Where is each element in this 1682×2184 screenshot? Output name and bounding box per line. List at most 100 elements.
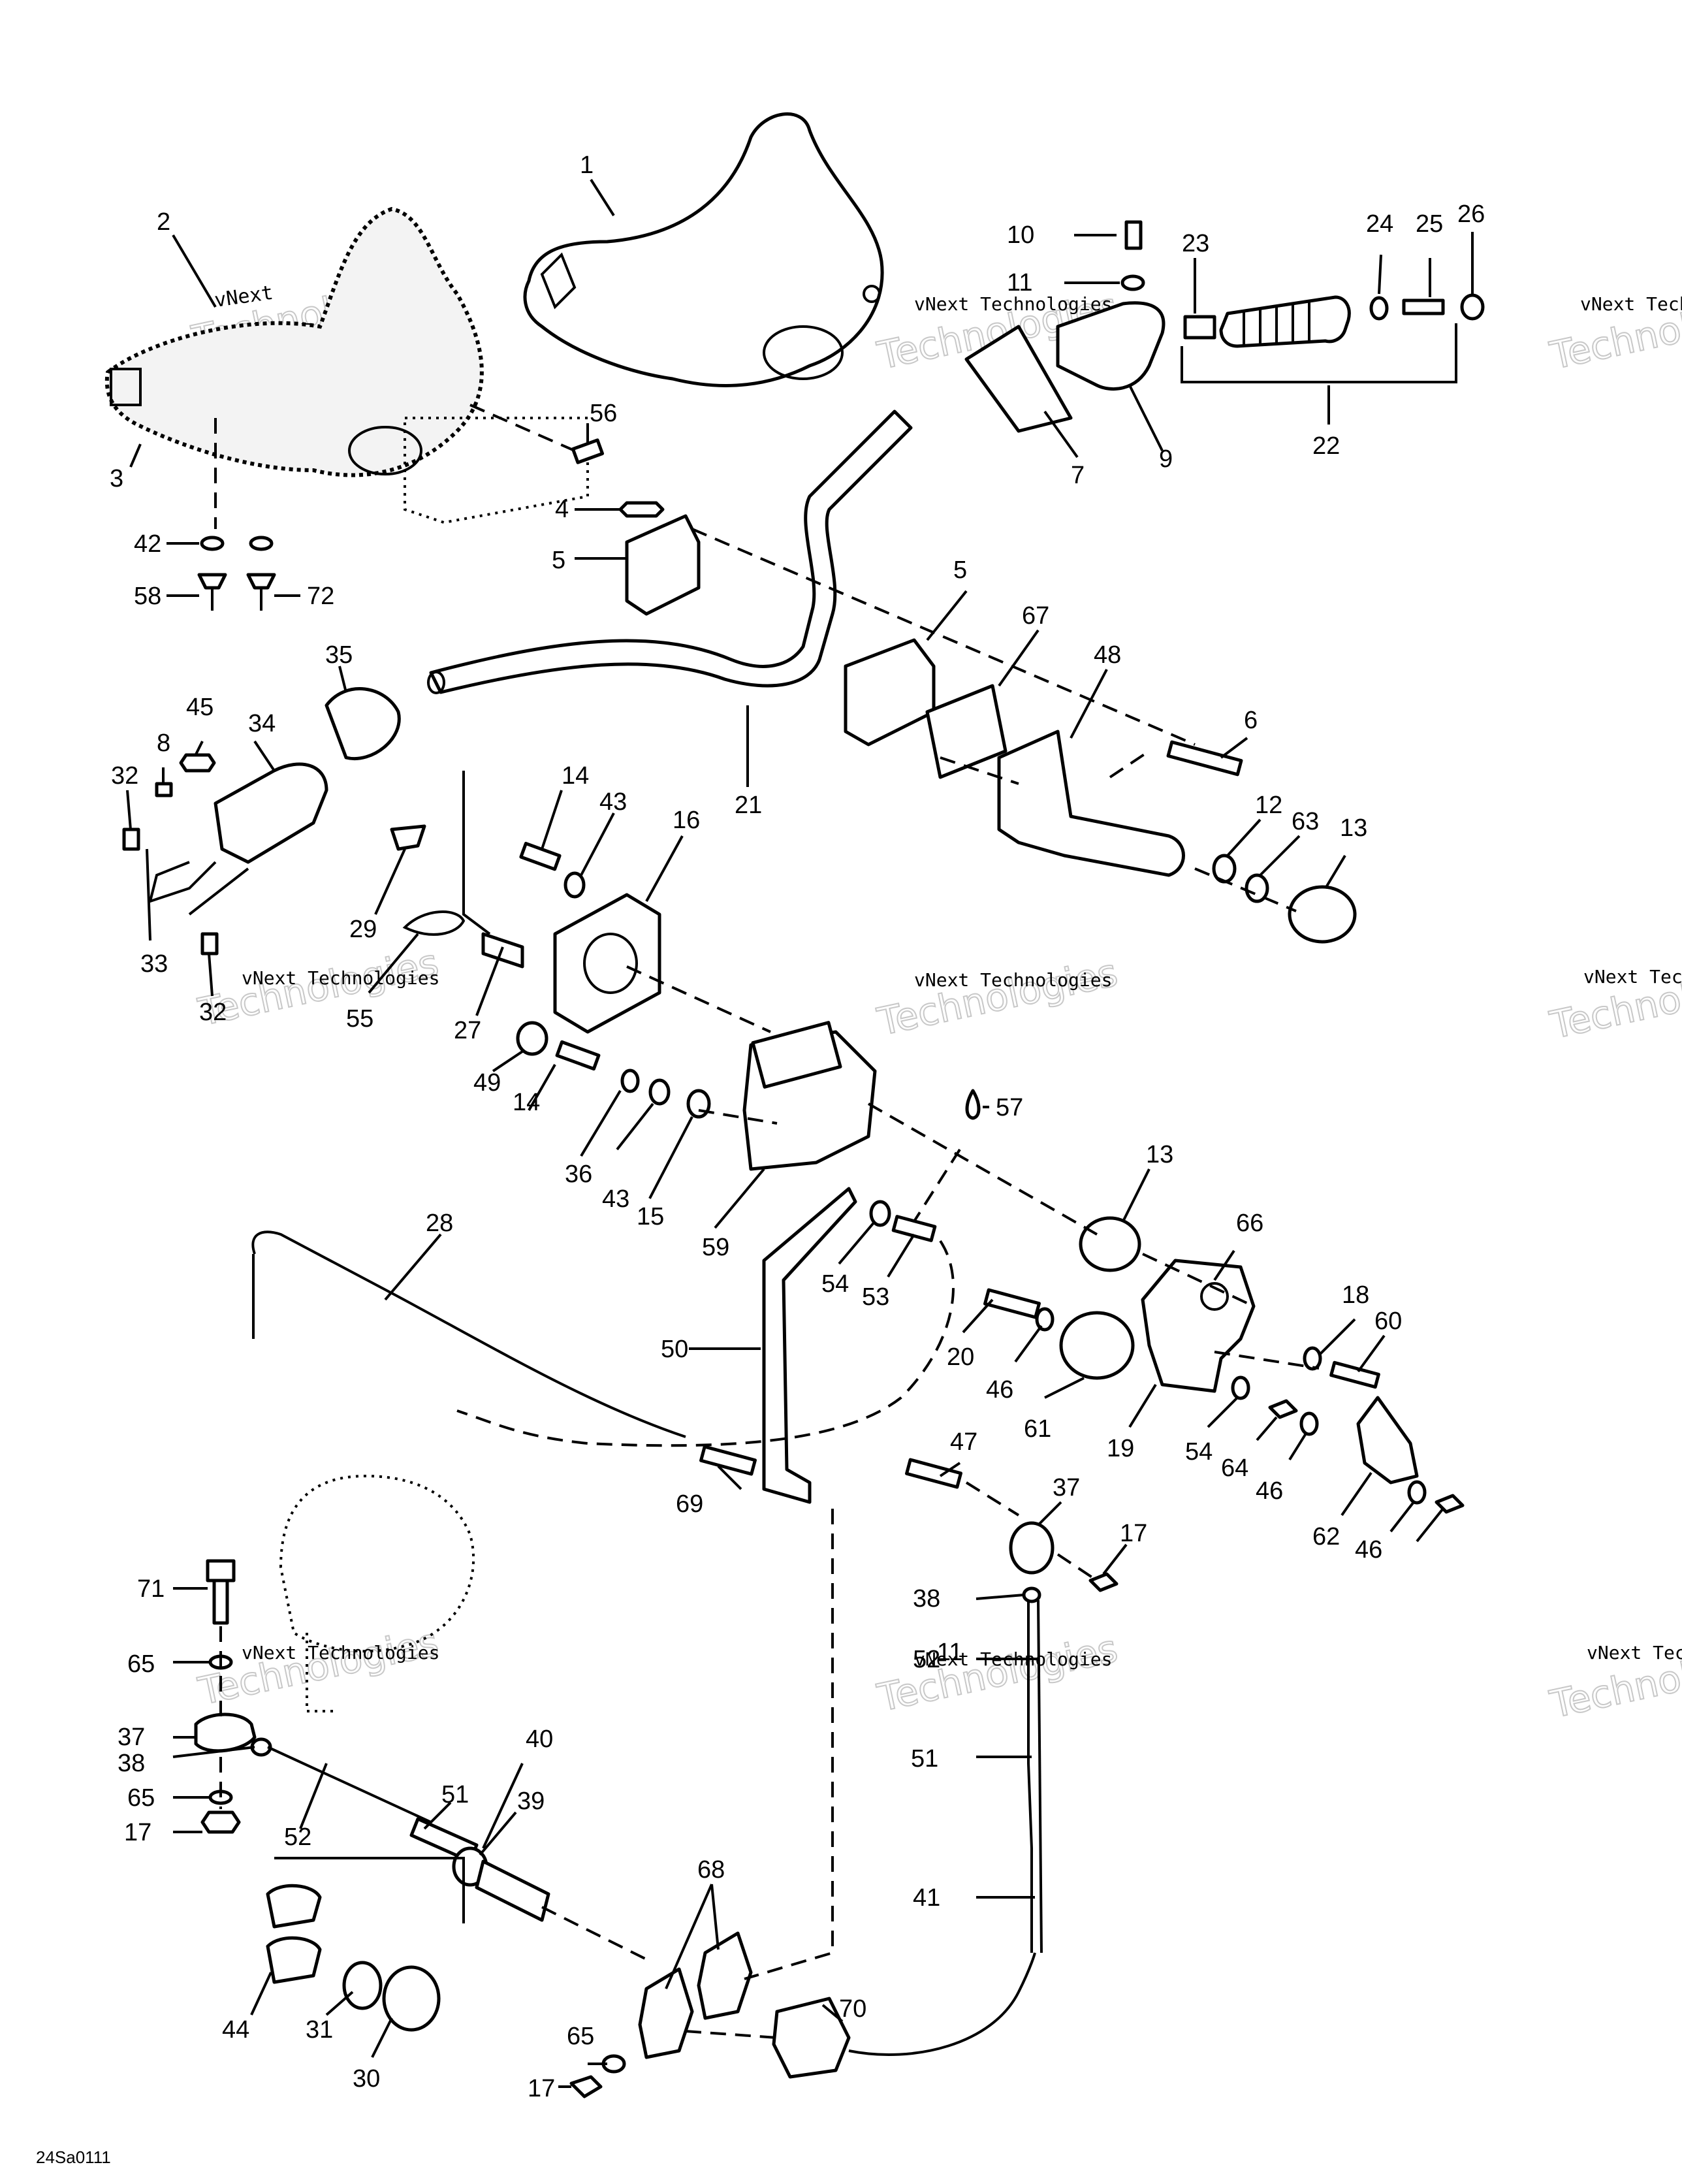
column-tube — [751, 1021, 842, 1089]
callout-28: 28 — [426, 1210, 453, 1237]
callout-17b: 17 — [124, 1819, 151, 1846]
nut-17-left — [200, 1810, 241, 1834]
washer-24 — [1369, 296, 1389, 321]
lever-arm-33 — [188, 867, 249, 916]
callout-65b: 65 — [127, 1784, 155, 1812]
callout-2: 2 — [157, 208, 170, 236]
cover-end-cap — [540, 252, 577, 310]
svg-text:Technologies: Technologies — [195, 1620, 443, 1714]
bushing-70 — [772, 1997, 851, 2079]
steering-cable-51-41-b — [1037, 1599, 1043, 1953]
washer-36 — [620, 1068, 640, 1093]
callout-7: 7 — [1071, 462, 1085, 489]
bolt-60 — [1329, 1360, 1380, 1389]
bolt-69 — [699, 1445, 757, 1476]
callout-50: 50 — [661, 1336, 688, 1363]
screw-56 — [571, 438, 605, 464]
handlebar-cover — [523, 112, 884, 387]
callout-60: 60 — [1374, 1308, 1402, 1335]
callout-26: 26 — [1457, 201, 1485, 228]
nut-4-lower — [1435, 1494, 1465, 1514]
callout-62: 62 — [1312, 1523, 1340, 1550]
washer-12 — [1212, 854, 1237, 884]
jet-pump-outline-mount — [306, 1633, 333, 1712]
callout-53: 53 — [862, 1283, 889, 1311]
group-bracket-22 — [1181, 323, 1457, 383]
callout-32b: 32 — [199, 999, 227, 1026]
callout-3: 3 — [110, 465, 123, 492]
cover-hole — [863, 285, 881, 303]
bushing-61 — [1059, 1311, 1135, 1380]
callout-34: 34 — [248, 710, 276, 737]
callout-51: 51 — [911, 1745, 938, 1773]
nut-38-right — [1022, 1586, 1041, 1603]
callout-69: 69 — [676, 1490, 703, 1518]
callout-4: 4 — [555, 496, 569, 523]
cable-28 — [251, 1230, 686, 1438]
callout-56: 56 — [590, 400, 617, 427]
bolt-71-head — [206, 1559, 236, 1582]
callout-64: 64 — [1221, 1454, 1248, 1482]
callout-48: 48 — [1094, 641, 1121, 669]
svg-text:vNext Technologies: vNext Technologies — [242, 1642, 439, 1663]
bolt-14-lower — [555, 1040, 601, 1071]
callout-70: 70 — [839, 1995, 866, 2023]
callout-38b: 38 — [118, 1750, 145, 1777]
callout-54b: 54 — [1185, 1438, 1213, 1466]
callout-63: 63 — [1292, 808, 1319, 835]
callout-20: 20 — [947, 1343, 974, 1371]
callout-11: 11 — [1007, 269, 1032, 297]
callout-27: 27 — [454, 1017, 481, 1044]
clip-55 — [402, 910, 466, 936]
nut-17-right — [1088, 1572, 1119, 1592]
callout-43b: 43 — [602, 1185, 629, 1213]
callout-5: 5 — [552, 547, 565, 574]
callout-49: 49 — [473, 1069, 501, 1097]
screw-8 — [155, 782, 173, 797]
washer-15 — [686, 1089, 711, 1119]
part-drawings — [104, 112, 1485, 2098]
lever-33 — [148, 861, 217, 904]
ball-joint-37-right — [1009, 1521, 1055, 1575]
watermark: Technologies vNext Technologies — [1546, 1632, 1682, 1727]
cover-35 — [325, 687, 401, 760]
callout-30: 30 — [353, 2065, 380, 2093]
callout-41: 41 — [913, 1884, 940, 1912]
callout-61: 61 — [1024, 1415, 1051, 1443]
cover-opening — [348, 426, 422, 475]
washer-54-upper — [869, 1200, 891, 1227]
support-16 — [553, 893, 661, 1034]
plate-67 — [925, 684, 1008, 779]
cable-loop-70 — [848, 1952, 1036, 2056]
bushing-13-lower — [1079, 1216, 1141, 1272]
svg-text:vNext Technologies: vNext Technologies — [1583, 966, 1682, 988]
cable-52-left — [267, 1746, 432, 1823]
nut-4 — [618, 501, 665, 518]
nut-45 — [179, 753, 216, 773]
callout-46b: 46 — [1256, 1477, 1283, 1505]
grommet-44-upper — [266, 1884, 322, 1929]
cap-49 — [516, 1021, 548, 1056]
bolt-47 — [905, 1458, 962, 1489]
watermark: Technologies vNext Technologies — [873, 1626, 1122, 1721]
callout-52: 52 — [913, 1646, 940, 1673]
callout-66: 66 — [1236, 1210, 1263, 1237]
bushing-23 — [1183, 315, 1216, 340]
watermark: Technologies vNext Technologies — [1546, 953, 1682, 1048]
callout-12: 12 — [1255, 792, 1282, 819]
cover-end — [110, 368, 142, 406]
nut-11 — [1120, 274, 1145, 291]
callout-59: 59 — [702, 1234, 729, 1261]
callout-52b: 52 — [284, 1823, 311, 1851]
callout-45: 45 — [186, 694, 214, 721]
callout-54: 54 — [821, 1270, 849, 1298]
svg-text:vNext Technologies: vNext Technologies — [242, 967, 439, 989]
callout-42: 42 — [134, 530, 161, 558]
washer-54-lower — [1231, 1375, 1250, 1400]
cable-rod — [462, 771, 491, 935]
washer-43-upper — [563, 871, 586, 899]
callout-32: 32 — [111, 762, 138, 790]
callout-67: 67 — [1022, 602, 1049, 630]
clamp-5-upper — [625, 514, 701, 616]
